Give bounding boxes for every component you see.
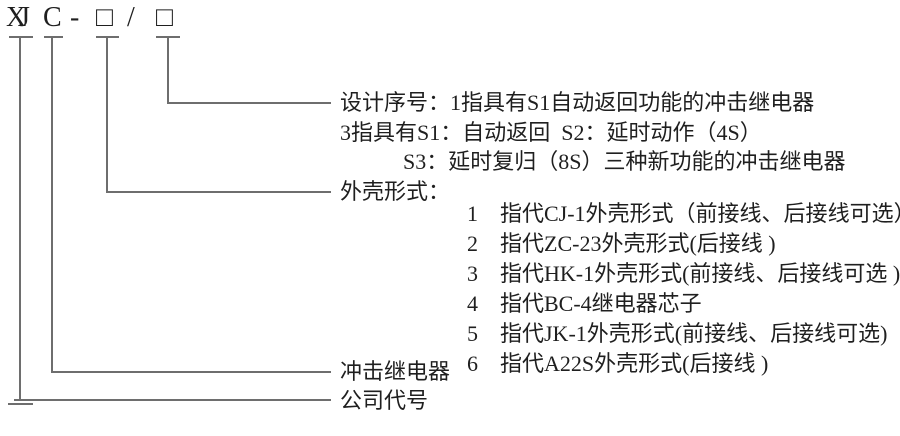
model-glyph: C	[43, 2, 62, 33]
relay-type-label: 冲击继电器	[340, 359, 451, 384]
shell-option-number: 2	[467, 231, 478, 256]
model-glyph: /	[127, 2, 135, 33]
shell-option-desc: 指代A22S外壳形式(后接线 )	[500, 351, 769, 376]
shell-form-label: 外壳形式：	[340, 179, 451, 204]
shell-option-row: 1 指代CJ-1外壳形式（前接线、后接线可选）	[445, 181, 900, 247]
shell-option-desc: 指代BC-4继电器芯子	[500, 291, 702, 316]
model-glyph: J	[19, 2, 30, 33]
design-series-line-3: S3：延时复归（8S）三种新功能的冲击继电器	[403, 149, 846, 174]
shell-option-row: 6 指代A22S外壳形式(后接线 )	[445, 331, 768, 397]
design-series-line-2: 3指具有S1：自动返回 S2：延时动作（4S）	[340, 120, 762, 145]
shell-option-row: 2 指代ZC-23外壳形式(后接线 )	[445, 211, 776, 277]
shell-option-desc: 指代JK-1外壳形式(前接线、后接线可选)	[500, 321, 888, 346]
shell-option-number: 5	[467, 321, 478, 346]
shell-option-number: 6	[467, 351, 478, 376]
model-glyph: □	[156, 2, 173, 33]
model-glyph: -	[70, 2, 80, 33]
shell-option-desc: 指代CJ-1外壳形式（前接线、后接线可选）	[500, 201, 900, 226]
shell-option-row: 4 指代BC-4继电器芯子	[445, 271, 702, 337]
model-glyph: X	[6, 2, 27, 33]
design-series-line-1: 设计序号：1指具有S1自动返回功能的冲击继电器	[340, 90, 815, 115]
model-glyph: □	[96, 2, 113, 33]
shell-option-number: 1	[467, 201, 478, 226]
shell-option-row: 3 指代HK-1外壳形式(前接线、后接线可选 )	[445, 241, 900, 307]
shell-option-desc: 指代ZC-23外壳形式(后接线 )	[500, 231, 776, 256]
shell-option-row: 5 指代JK-1外壳形式(前接线、后接线可选)	[445, 301, 887, 367]
shell-option-desc: 指代HK-1外壳形式(前接线、后接线可选 )	[500, 261, 900, 286]
shell-option-number: 3	[467, 261, 478, 286]
company-code-label: 公司代号	[340, 388, 429, 413]
shell-option-number: 4	[467, 291, 478, 316]
